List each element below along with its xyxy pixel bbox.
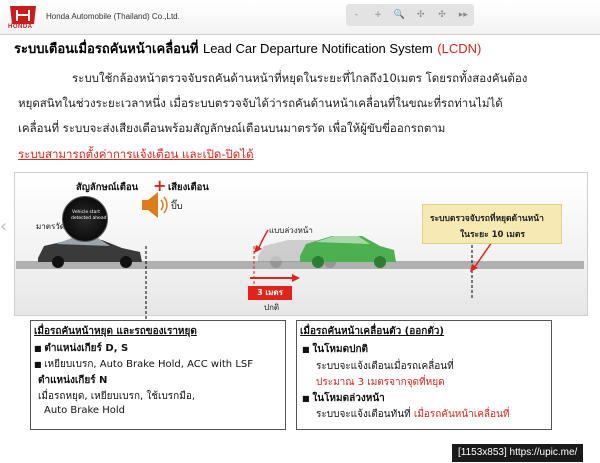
move-icon[interactable]: ✣ (416, 10, 425, 20)
meter-warning-text-2: detected ahead (71, 216, 107, 221)
start-conditions-box (296, 320, 552, 430)
warning-sound-label: เสียงเตือน (168, 182, 209, 193)
advance-mode-label: แบบล่วงหน้า (269, 226, 313, 235)
page-title: ระบบเตือนเมื่อรถคันหน้าเคลื่อนที่ Lead C… (14, 38, 481, 59)
info-pointer-line (473, 241, 493, 269)
honda-logo-icon (10, 6, 36, 24)
zoom-out-button[interactable]: - (355, 10, 359, 20)
title-abbr: (LCDN) (437, 41, 482, 56)
advance-mode-bullet: ■ ในโหมดล่วงหน้า (302, 393, 385, 404)
stop-conditions-heading: เมื่อรถคันหน้าหยุด และรถของเราหยุด (34, 326, 197, 337)
intro-line-2: หยุดสนิทในช่วงระยะเวลาหนึ่ง เมื่อระบบตรว… (18, 96, 503, 110)
prev-arrow-icon[interactable]: ‹ (0, 216, 8, 237)
intro-line-3: เคลื่อนที่ ระบบจะส่งเสียงเตือนพร้อมสัญลั… (18, 121, 446, 135)
normal-mode-label: ปกติ (264, 303, 280, 312)
meter-warning-icon (62, 196, 108, 242)
magnify-icon[interactable]: 🔍 (393, 10, 405, 20)
beep-label: ปิ๊บ (171, 202, 183, 212)
distance-arrow-head (292, 274, 300, 282)
normal-mode-distance: ประมาณ 3 เมตรจากจุดที่หยุด (316, 377, 445, 388)
title-english: Lead Car Departure Notification System (202, 41, 433, 56)
advance-mode-text: ระบบจะแจ้งเตือนทันที่ เมื่อรถคันหน้าเคลื… (316, 409, 510, 420)
stop-condition-gear-n: ตำแหน่งเกียร์ N (38, 375, 108, 386)
meter-label: มาตรวัด (36, 222, 65, 231)
detection-range-line-1: ระบบตรวจจับรถที่หยุดด้านหน้า (430, 214, 544, 224)
title-thai: ระบบเตือนเมื่อรถคันหน้าเคลื่อนที่ (14, 42, 199, 57)
start-conditions-heading: เมื่อรถคันหน้าเคลื่อนตัว (ออกตัว) (300, 326, 444, 337)
speaker-icon (142, 192, 168, 218)
stop-conditions-box (30, 320, 286, 430)
company-name: Honda Automobile (Thailand) Co.,Ltd. (46, 12, 180, 21)
front-car-icon (300, 236, 396, 268)
detection-range-line-2: ในระยะ 10 เมตร (460, 230, 525, 240)
viewer-toolbar: - + 🔍 ✣ ✣ ▸▸ (346, 4, 474, 26)
stop-condition-brake: ■ เหยียบเบรก, Auto Brake Hold, ACC with … (34, 359, 253, 370)
warning-symbol-label: สัญลักษณ์เตือน (76, 182, 139, 193)
plus-icon: + (153, 176, 167, 195)
intro-line-1: ระบบใช้กล้องหน้าตรวจจับรถคันด้านหน้าที่ห… (72, 71, 528, 85)
distance-badge: 3 เมตร (248, 286, 292, 300)
next-icon[interactable]: ▸▸ (458, 10, 468, 20)
detection-range-box (422, 204, 562, 244)
normal-mode-text: ระบบจะแจ้งเตือนเมื่อรถเคลื่อนที่ (316, 361, 454, 372)
intro-settings-note: ระบบสามารถตั้งค่าการแจ้งเตือน และเปิด-ปิ… (18, 147, 254, 161)
road (16, 261, 584, 269)
image-size-badge: [1153x853] https://upic.me/ (452, 444, 584, 462)
stop-condition-auto-brake-hold: Auto Brake Hold (44, 405, 126, 416)
normal-mode-bullet: ■ ในโหมดปกติ (302, 344, 369, 355)
ghost-pointer-head (254, 245, 262, 253)
rear-car-icon (38, 238, 142, 268)
info-pointer-head (470, 264, 478, 272)
stop-condition-n-detail: เมื่อรถหยุด, เหยียบเบรก, ใช้เบรกมือ, (38, 391, 196, 402)
stop-condition-gear-ds: ■ ตำแหน่งเกียร์ D, S (34, 343, 129, 354)
zoom-in-button[interactable]: + (374, 10, 382, 20)
header-bar (0, 0, 600, 35)
logo-wordmark: HONDA (8, 24, 33, 30)
meter-warning-text-1: Vehicle start (72, 210, 101, 215)
fit-icon[interactable]: ✣ (438, 10, 446, 20)
